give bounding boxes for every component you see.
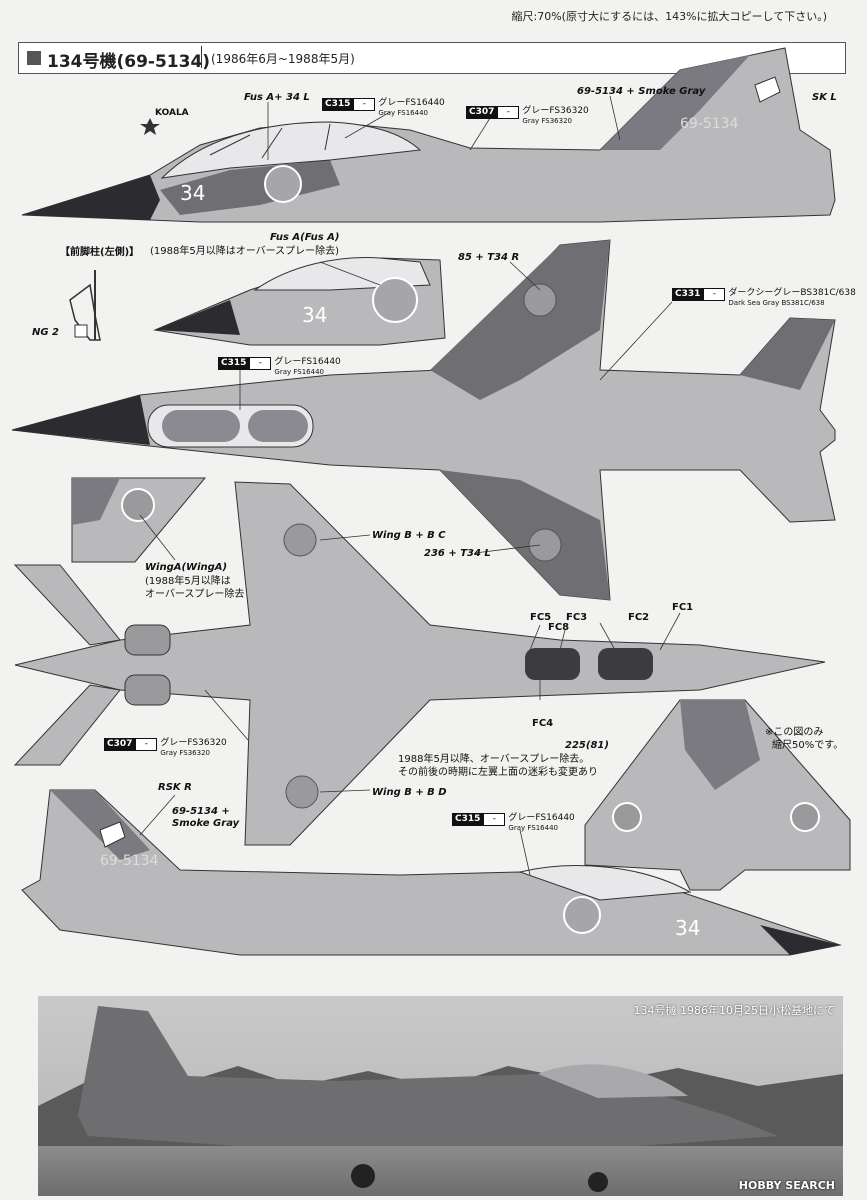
watermark: HOBBY SEARCH	[738, 1179, 835, 1192]
half-scale-note-1: ※この図のみ	[765, 727, 824, 738]
callout-fc3: FC3	[566, 612, 588, 623]
callout-fc2: FC2	[628, 612, 650, 623]
half-scale-inset	[584, 699, 851, 891]
callout-fus-a-34l: Fus A+ 34 L	[244, 92, 310, 103]
scale-note: 縮尺:70%(原寸大にするには、143%に拡大コピーして下さい。)	[511, 10, 827, 23]
callout-fc8: FC8	[548, 622, 570, 633]
callout-rsk-r: RSK R	[158, 782, 192, 793]
callout-t34l: 236 + T34 L	[424, 548, 491, 559]
wing-a-note-2: オーバースプレー除去	[145, 589, 245, 600]
callout-wing-a: WingA(WingA)	[145, 562, 228, 573]
koala-label: KOALA	[155, 108, 189, 118]
photo-scene	[38, 1006, 843, 1192]
nose-number-34-right: 34	[675, 916, 700, 940]
leader-lines	[139, 95, 681, 876]
fus-a-note: (1988年5月以降はオーバースプレー除去)	[150, 246, 340, 257]
callout-fus-a-paren: Fus A(Fus A)	[270, 232, 340, 243]
callout-ng2: NG 2	[32, 327, 60, 338]
half-scale-note-2: 縮尺50%です。	[772, 740, 844, 751]
callout-wing-bc: Wing B + B C	[372, 530, 446, 541]
tail-serial: 69-5134	[680, 116, 739, 132]
camo-note-2: その前後の時期に左翼上面の迷彩も変更あり	[398, 767, 598, 778]
nose-gear-detail	[69, 270, 101, 341]
front-gear-title: 【前脚柱(左側)】	[60, 247, 140, 258]
callout-sk-l: SK L	[812, 92, 837, 103]
callout-serial-smoke-2a: 69-5134 +	[172, 806, 230, 817]
reference-photo: 134号機 1986年10月25日小松基地にて HOBBY SEARCH	[38, 996, 843, 1196]
callout-wing-bd: Wing B + B D	[372, 787, 447, 798]
callout-t34r: 85 + T34 R	[458, 252, 520, 263]
callout-fc1: FC1	[672, 602, 694, 613]
nose-section-detail: 34	[153, 257, 446, 346]
callout-serial-smoke-2b: Smoke Gray	[172, 818, 240, 829]
wing-a-note-1: (1988年5月以降は	[145, 576, 231, 587]
wing-a-detail	[71, 477, 207, 563]
callout-225: 225(81)	[565, 740, 609, 751]
title-divider	[201, 46, 202, 68]
callout-fc4: FC4	[532, 718, 554, 729]
bottom-view	[13, 481, 826, 846]
photo-caption: 134号機 1986年10月25日小松基地にて	[633, 1004, 835, 1017]
callout-serial-smoke: 69-5134 + Smoke Gray	[577, 86, 706, 97]
nose-number-34: 34	[180, 181, 205, 205]
title-marker	[27, 51, 41, 65]
callout-fc5: FC5	[530, 612, 552, 623]
nose-number-34-detail: 34	[302, 303, 327, 327]
side-profile-right: 34 69-5134	[21, 789, 842, 956]
tail-serial-right: 69-5134	[100, 853, 159, 869]
aircraft-id: 134号機(69-5134)	[47, 52, 211, 72]
service-period: (1986年6月~1988年5月)	[211, 52, 355, 66]
side-profile-left: 34 69-5134	[21, 47, 836, 223]
top-view	[11, 239, 836, 601]
camo-note-1: 1988年5月以降、オーバースプレー除去。	[398, 754, 590, 765]
